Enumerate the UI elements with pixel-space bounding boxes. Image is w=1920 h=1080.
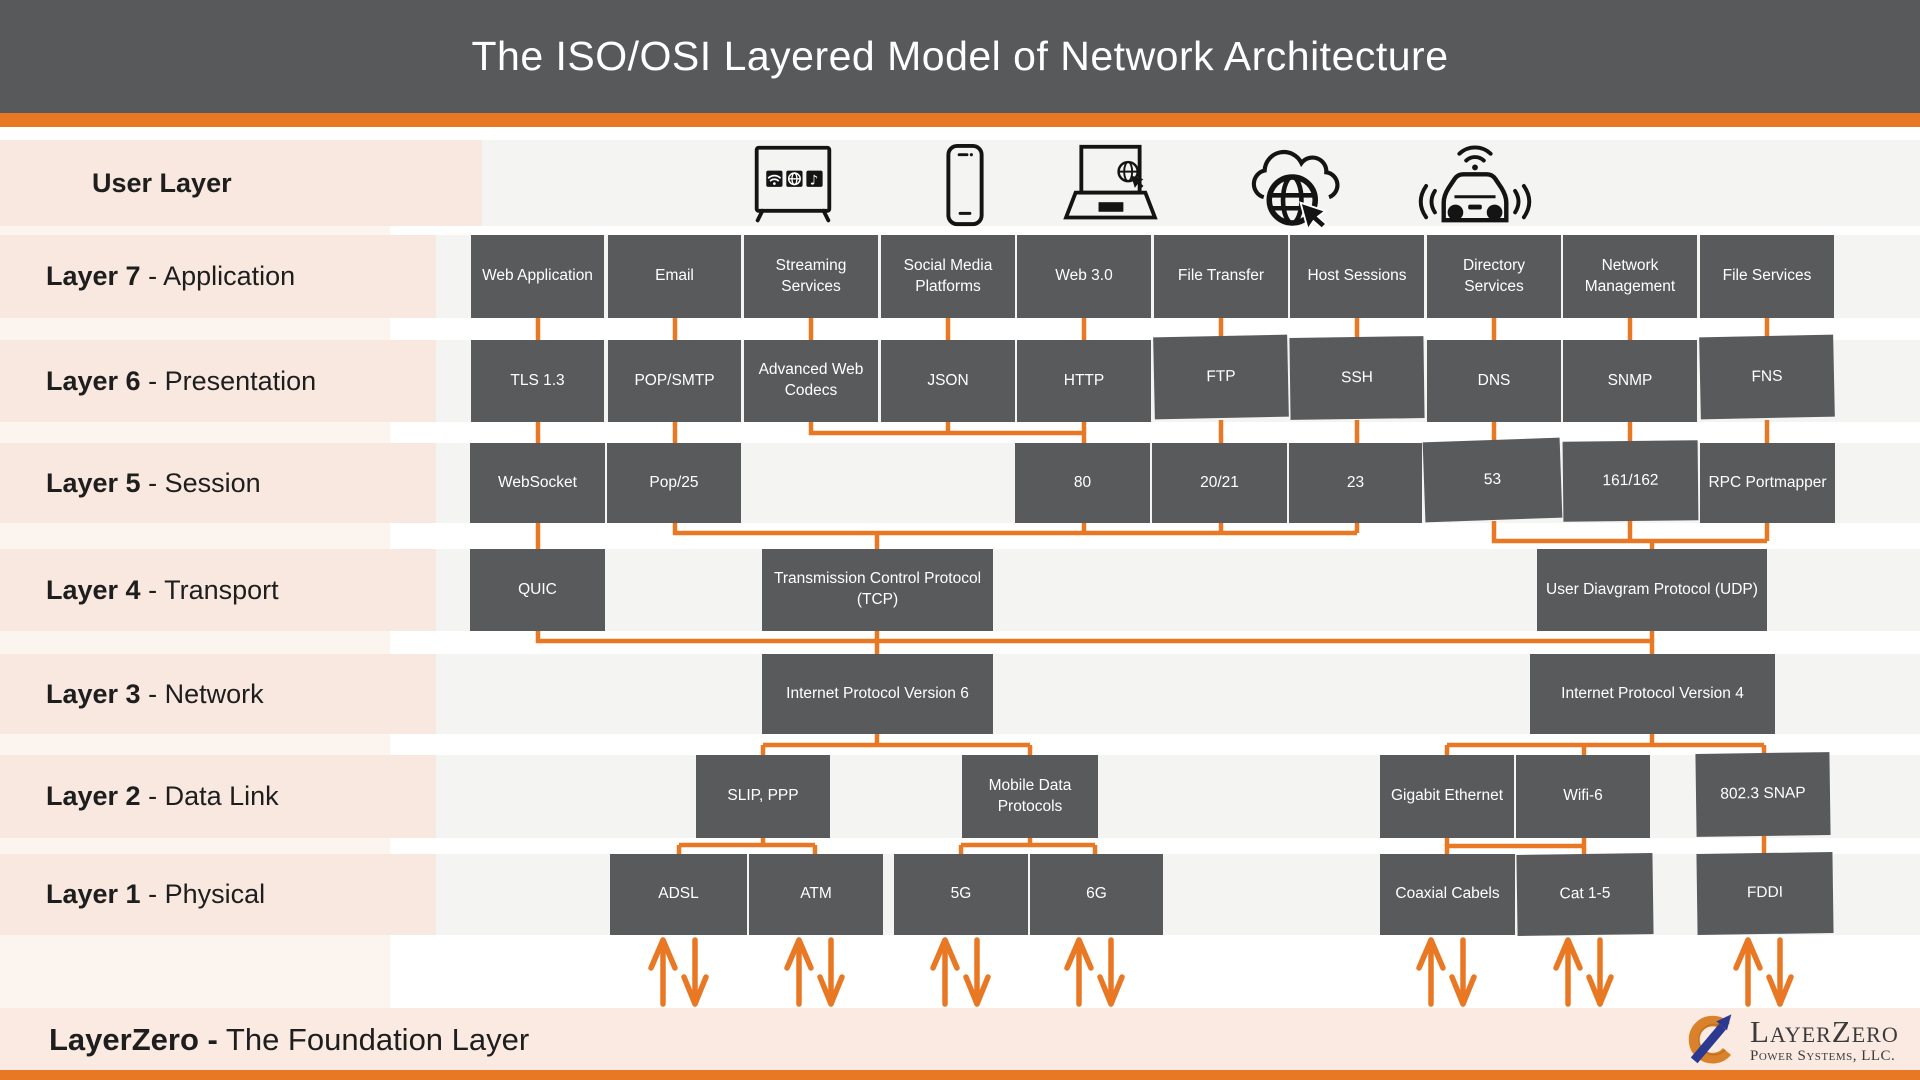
node-adsl: ADSL xyxy=(610,854,747,935)
node-20-21: 20/21 xyxy=(1152,443,1287,523)
layer-4-label-bold: Layer 4 xyxy=(46,574,141,605)
node-ftp: FTP xyxy=(1153,334,1289,420)
node-gigabit-ethernet: Gigabit Ethernet xyxy=(1380,755,1514,838)
layer-6-label: Layer 6 - Presentation xyxy=(0,340,436,422)
node-23: 23 xyxy=(1289,443,1422,523)
node-transmission-control-protocol-tcp: Transmission Control Protocol (TCP) xyxy=(762,549,993,631)
layer-5-label-bold: Layer 5 xyxy=(46,467,141,498)
node-host-sessions: Host Sessions xyxy=(1290,235,1424,318)
accent-stripe xyxy=(0,113,1920,127)
layer-4-label-rest: - Transport xyxy=(140,574,279,605)
cloud-globe-icon xyxy=(1236,142,1354,239)
layer-3-label-rest: - Network xyxy=(140,678,264,709)
footer-brand-name: LayerZero - xyxy=(49,1022,218,1057)
layer-6-label-bold: Layer 6 xyxy=(46,365,141,396)
node-pop-smtp: POP/SMTP xyxy=(608,340,741,422)
layerzero-logo: LayerZero Power Systems, LLC. xyxy=(1680,1012,1910,1068)
node-snmp: SNMP xyxy=(1563,340,1697,422)
node-fns: FNS xyxy=(1699,334,1835,420)
layer-1-label-rest: - Physical xyxy=(140,879,266,909)
logo-line2: Power Systems, LLC. xyxy=(1750,1048,1896,1064)
layer-5-label: Layer 5 - Session xyxy=(0,443,436,523)
smart-display-icon: ♪ xyxy=(739,142,847,233)
node-coaxial-cabels: Coaxial Cabels xyxy=(1380,854,1515,935)
title-bar: The ISO/OSI Layered Model of Network Arc… xyxy=(0,0,1920,113)
layer-3-label-bold: Layer 3 xyxy=(46,678,141,709)
node-streaming-services: Streaming Services xyxy=(744,235,878,318)
node-80: 80 xyxy=(1015,443,1150,523)
node-ssh: SSH xyxy=(1289,336,1425,420)
node-cat-1-5: Cat 1-5 xyxy=(1516,853,1654,936)
layer-2-label: Layer 2 - Data Link xyxy=(0,755,436,838)
node-file-services: File Services xyxy=(1700,235,1834,318)
layer-1-label: Layer 1 - Physical xyxy=(0,854,436,935)
layerzero-logo-text: LayerZero Power Systems, LLC. xyxy=(1750,1016,1899,1064)
user-layer-label: User Layer xyxy=(0,140,482,226)
node-161-162: 161/162 xyxy=(1562,440,1699,522)
node-rpc-portmapper: RPC Portmapper xyxy=(1700,443,1835,523)
svg-text:♪: ♪ xyxy=(810,174,819,189)
node-directory-services: Directory Services xyxy=(1427,235,1561,318)
layer-7-label-bold: Layer 7 xyxy=(46,261,141,291)
user-layer-band xyxy=(390,140,1920,226)
node-pop-25: Pop/25 xyxy=(607,443,741,523)
page-title: The ISO/OSI Layered Model of Network Arc… xyxy=(471,33,1449,79)
logo-line1: LayerZero xyxy=(1750,1014,1899,1049)
node-websocket: WebSocket xyxy=(470,443,605,523)
node-quic: QUIC xyxy=(470,549,605,631)
footer-accent-bar xyxy=(0,1070,1920,1080)
footer-band xyxy=(0,1008,1920,1070)
node-network-management: Network Management xyxy=(1563,235,1697,318)
node-http: HTTP xyxy=(1017,340,1151,422)
node-json: JSON xyxy=(881,340,1015,422)
layer-5-label-rest: - Session xyxy=(140,467,261,498)
layer-7-label-rest: - Application xyxy=(140,261,296,291)
layer-2-label-rest: - Data Link xyxy=(140,781,279,811)
node-53: 53 xyxy=(1422,437,1563,523)
node-fddi: FDDI xyxy=(1696,852,1834,935)
node-atm: ATM xyxy=(749,854,883,935)
node-user-diavgram-protocol-udp: User Diavgram Protocol (UDP) xyxy=(1537,549,1767,631)
connected-car-icon xyxy=(1409,142,1541,235)
smartphone-icon xyxy=(940,142,990,235)
footer-tagline: LayerZero - The Foundation Layer xyxy=(49,1022,529,1058)
node-tls-1-3: TLS 1.3 xyxy=(471,340,604,422)
node-slip-ppp: SLIP, PPP xyxy=(696,755,830,838)
node-dns: DNS xyxy=(1427,340,1561,422)
layer-4-label: Layer 4 - Transport xyxy=(0,549,436,631)
node-wifi-6: Wifi-6 xyxy=(1516,755,1650,838)
node-file-transfer: File Transfer xyxy=(1154,235,1288,318)
layerzero-logo-mark xyxy=(1688,1014,1732,1064)
node-social-media-platforms: Social Media Platforms xyxy=(881,235,1015,318)
node-internet-protocol-version-6: Internet Protocol Version 6 xyxy=(762,654,993,734)
node-advanced-web-codecs: Advanced Web Codecs xyxy=(744,340,878,422)
node-internet-protocol-version-4: Internet Protocol Version 4 xyxy=(1530,654,1775,734)
laptop-icon xyxy=(1054,142,1166,233)
user-layer-label-bold: User Layer xyxy=(92,167,232,198)
layer-6-label-rest: - Presentation xyxy=(140,365,317,396)
layer-3-label: Layer 3 - Network xyxy=(0,654,436,734)
node-802-3-snap: 802.3 SNAP xyxy=(1695,752,1831,837)
node-5g: 5G xyxy=(894,854,1028,935)
node-web-application: Web Application xyxy=(471,235,604,318)
layer-1-label-bold: Layer 1 xyxy=(46,879,141,909)
footer-brand-rest: The Foundation Layer xyxy=(217,1022,530,1057)
node-web-3-0: Web 3.0 xyxy=(1017,235,1151,318)
node-6g: 6G xyxy=(1030,854,1163,935)
node-email: Email xyxy=(608,235,741,318)
node-mobile-data-protocols: Mobile Data Protocols xyxy=(962,755,1098,838)
layer-7-label: Layer 7 - Application xyxy=(0,235,436,318)
layer-2-band xyxy=(390,755,1920,838)
layer-2-label-bold: Layer 2 xyxy=(46,781,141,811)
